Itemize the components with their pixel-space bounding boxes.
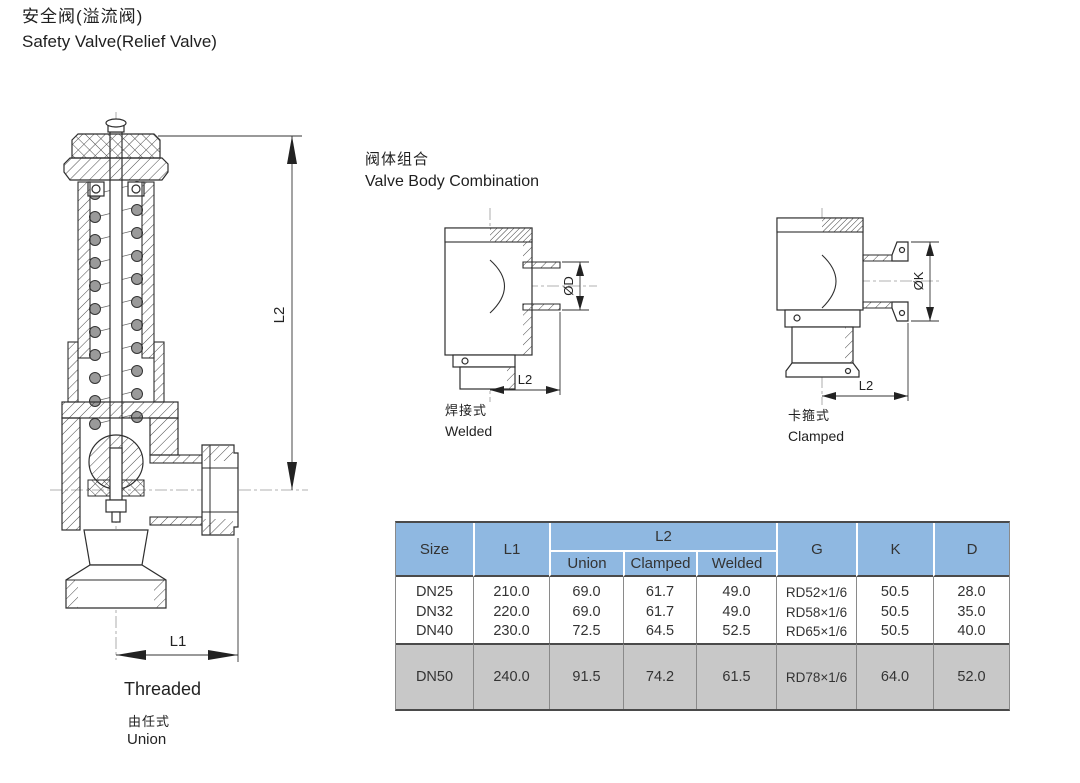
col-header-size: Size (396, 523, 473, 577)
bottom-clamp-ferrule (785, 362, 860, 378)
page-title: 安全阀(溢流阀) Safety Valve(Relief Valve) (22, 3, 217, 53)
dim-k-label: ØK (911, 271, 926, 290)
welded-seat-dome (489, 259, 505, 314)
dn50-d: 52.0 (933, 643, 1009, 709)
main-caption-en: Union (127, 731, 167, 748)
outlet-port (149, 444, 239, 536)
dn50-size: DN50 (396, 643, 473, 709)
welded-body-drawing: ØD L2 (444, 208, 597, 402)
clamped-seat-dome (821, 254, 837, 309)
clamped-caption: 卡箍式 Clamped (788, 405, 844, 446)
spring-housing (67, 181, 165, 403)
clamped-dimension-l2: L2 (822, 323, 909, 401)
clamped-dim-l2-label: L2 (859, 378, 873, 393)
col-header-welded: Welded (696, 550, 776, 577)
col-header-g: G (776, 523, 856, 577)
knurled-nut-left (87, 479, 111, 497)
combination-heading-zh: 阀体组合 (365, 151, 430, 168)
page-title-zh: 安全阀(溢流阀) (22, 7, 144, 26)
table-col-g: RD52×1/6 RD58×1/6 RD65×1/6 (776, 577, 856, 643)
disc-washer (105, 499, 127, 513)
clamped-body-drawing: ØK L2 (776, 208, 940, 405)
cell-size-dn32: DN32 (415, 603, 454, 620)
col-header-l2-group: L2 (549, 523, 776, 550)
adjusting-cap (71, 133, 161, 159)
stem-lower (109, 447, 123, 501)
table-col-d: 28.0 35.0 40.0 (933, 577, 1009, 643)
welded-dim-l2-label: L2 (518, 372, 532, 387)
cell-size-dn25: DN25 (415, 584, 454, 600)
bonnet-nut (63, 157, 169, 181)
dn50-l2-welded: 61.5 (696, 643, 776, 709)
dimension-l2: L2 (158, 135, 302, 490)
dn50-k: 64.0 (856, 643, 933, 709)
main-caption-zh: 由任式 (128, 714, 171, 729)
col-header-k: K (856, 523, 933, 577)
table-col-l2-welded: 49.0 49.0 52.5 (696, 577, 776, 643)
col-header-clamped: Clamped (623, 550, 696, 577)
combination-heading: 阀体组合 Valve Body Combination (365, 148, 539, 193)
welded-caption-en: Welded (445, 423, 493, 439)
stem-screw-head (105, 118, 127, 128)
stem-tip (111, 511, 121, 523)
table-col-l1: 210.0 220.0 230.0 (473, 577, 549, 643)
welded-body (444, 227, 561, 390)
spec-table: Size L1 L2 G K D Union Clamped Welded DN… (395, 521, 1010, 711)
clamped-caption-en: Clamped (788, 428, 845, 444)
table-col-l2-union: 69.0 69.0 72.5 (549, 577, 623, 643)
clamped-caption-zh: 卡箍式 (788, 408, 831, 423)
table-col-l2-clamped: 61.7 61.7 64.5 (623, 577, 696, 643)
bottom-connection (65, 529, 167, 609)
welded-dimension-d: ØD (561, 261, 589, 311)
main-caption-threaded: Threaded (124, 679, 202, 699)
dn50-g: RD78×1/6 (776, 643, 856, 709)
valve-body (61, 401, 179, 531)
table-col-size: DN25 DN32 DN40 (396, 577, 473, 643)
col-header-union: Union (549, 550, 623, 577)
combination-heading-en: Valve Body Combination (365, 173, 540, 190)
clamped-dimension-k: ØK (911, 241, 939, 322)
dim-l2-label: L2 (271, 307, 288, 324)
col-header-l1: L1 (473, 523, 549, 577)
union-nut (201, 444, 239, 536)
dim-d-label: ØD (561, 276, 576, 296)
clamped-body (776, 217, 909, 378)
col-header-d: D (933, 523, 1009, 577)
dn50-l2-clamped: 74.2 (623, 643, 696, 709)
spring-seat-bearings (87, 181, 145, 197)
dn50-l2-union: 91.5 (549, 643, 623, 709)
welded-dimension-l2: L2 (490, 312, 561, 395)
welded-caption: 焊接式 Welded (445, 400, 492, 441)
dn50-l1: 240.0 (473, 643, 549, 709)
table-col-k: 50.5 50.5 50.5 (856, 577, 933, 643)
welded-caption-zh: 焊接式 (445, 403, 488, 418)
dim-l1-label: L1 (170, 633, 187, 650)
dimension-l1: L1 (116, 538, 239, 662)
page-title-en: Safety Valve(Relief Valve) (22, 32, 217, 51)
cell-size-dn40: DN40 (415, 623, 454, 639)
valve-cross-section-drawing: L2 L1 (50, 112, 308, 662)
knurled-nut-right (121, 479, 145, 497)
